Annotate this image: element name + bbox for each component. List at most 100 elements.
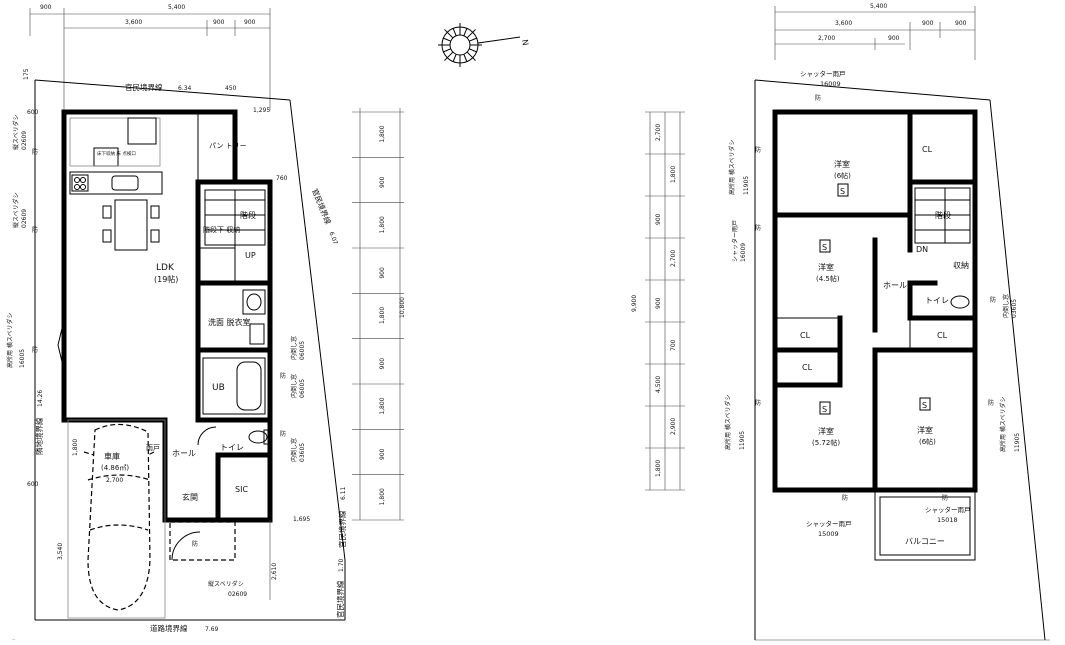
ground-dim-offset: 900 bbox=[40, 4, 52, 11]
ground-window-5-type: 内倒し窓 bbox=[290, 374, 298, 398]
ground-kitchen-panel: 床下収納 床 点検口 bbox=[97, 150, 136, 157]
ground-top-dimensions: 900 5,400 3,600 900 900 bbox=[29, 4, 271, 110]
first-left-dim-3: 900 bbox=[655, 213, 662, 225]
ground-adjacent-boundary-len: 14.26 bbox=[37, 390, 44, 407]
ground-garage-area: (4.86㎡) bbox=[101, 464, 129, 472]
first-window-7-mark: 防 bbox=[942, 494, 948, 502]
first-dim-2: 900 bbox=[922, 20, 934, 27]
ground-right-dim-3: 1,800 bbox=[379, 216, 386, 233]
first-left-dim-2: 1,800 bbox=[670, 166, 677, 183]
ground-stairs-label: 階段 bbox=[240, 210, 256, 220]
ground-washroom: 洗面 脱衣室 bbox=[208, 289, 266, 345]
ground-right-dim-8: 900 bbox=[379, 448, 386, 460]
first-bed3-label: 洋室 bbox=[818, 426, 834, 436]
ground-window-6-mark: 防 bbox=[280, 430, 286, 438]
ground-window-3-type: 高所用 横スベリダシ bbox=[6, 312, 14, 368]
first-left-dim-7: 4,500 bbox=[655, 376, 662, 393]
ground-right-dim-9: 1,800 bbox=[379, 488, 386, 505]
first-bed1-size: (6帖) bbox=[834, 171, 851, 180]
ground-bath-label: UB bbox=[212, 383, 225, 393]
ground-hall-label: ホール bbox=[172, 449, 196, 458]
first-window-3-type: 高所用 横スベリダシ bbox=[724, 394, 732, 450]
first-window-3-mark: 防 bbox=[755, 399, 761, 407]
ground-bath: UB bbox=[202, 357, 266, 415]
ground-window-5-mark: 防 bbox=[280, 372, 286, 380]
first-dim-1: 3,600 bbox=[835, 20, 852, 27]
first-window-3-code: 11905 bbox=[739, 431, 746, 450]
first-left-dim-1: 2,700 bbox=[655, 124, 662, 141]
svg-text:S: S bbox=[922, 401, 927, 410]
first-bed3-cl: CL bbox=[802, 363, 813, 372]
first-window-6-mark: 防 bbox=[842, 494, 848, 502]
ground-window-1-code: 02609 bbox=[21, 131, 28, 150]
ground-garage-width: 2,700 bbox=[106, 477, 123, 484]
first-window-2-type: シャッター雨戸 bbox=[731, 220, 739, 262]
ground-windows: 縦スベリダシ 02609 防 縦スベリダシ 02609 防 高所用 横スベリダシ… bbox=[6, 114, 306, 641]
ground-washroom-label: 洗面 脱衣室 bbox=[208, 317, 251, 327]
first-left-total: 9,900 bbox=[631, 295, 638, 312]
ground-window-7-type: 縦スベリダシ bbox=[208, 580, 244, 588]
first-shutter-top-label: シャッター雨戸 bbox=[800, 69, 846, 78]
first-walls bbox=[772, 109, 978, 493]
ground-dim-total: 5,400 bbox=[168, 4, 185, 11]
ground-left-dim-3: 600 bbox=[27, 481, 39, 488]
ground-kitchen: 床下収納 床 点検口 パン トリー bbox=[69, 117, 247, 195]
ground-boundary-right-offset2: 760 bbox=[276, 175, 288, 182]
ground-window-1-mark: 防 bbox=[32, 148, 38, 156]
ground-rain-door: 雨戸 bbox=[146, 444, 160, 452]
first-balcony-label: バルコニー bbox=[905, 537, 945, 546]
first-window-7-type: シャッター雨戸 bbox=[925, 505, 971, 514]
first-window-6-type: シャッター雨戸 bbox=[806, 519, 852, 528]
ground-boundary-top-extra: 450 bbox=[225, 85, 237, 92]
ground-boundary-right-offset: 1,295 bbox=[253, 107, 270, 114]
ground-boundary-bottom-right-len: 1.70 bbox=[338, 558, 345, 572]
ground-boundary-right-label: 官民境界線 bbox=[310, 187, 334, 226]
ground-ldk-size: (19帖) bbox=[154, 274, 178, 284]
ground-right-dim-2: 900 bbox=[379, 176, 386, 188]
first-dim-total: 5,400 bbox=[870, 3, 887, 10]
ground-dining-table bbox=[102, 199, 160, 251]
first-left-dim-5: 900 bbox=[655, 297, 662, 309]
ground-dim-1: 3,600 bbox=[125, 19, 142, 26]
ground-window-6-code: 03605 bbox=[299, 443, 306, 462]
ground-right-dim-5: 1,800 bbox=[379, 307, 386, 324]
ground-road-boundary-label: 道路境界線 bbox=[150, 623, 188, 633]
ground-boundary-right2-label: 官民境界線 bbox=[337, 510, 347, 548]
ground-boundary-right2-len: 6.11 bbox=[340, 486, 347, 500]
ground-ldk-label: LDK bbox=[156, 263, 175, 273]
ground-boundary-top-label: 官民境界線 bbox=[125, 82, 163, 92]
first-dim-e2: 900 bbox=[888, 35, 900, 42]
ground-road-boundary-len: 7.69 bbox=[205, 626, 219, 633]
first-left-dimensions: 2,7001,8009002,7009007004,5002,9001,800 … bbox=[631, 111, 685, 491]
ground-porch bbox=[169, 521, 236, 561]
ground-right-dim-1: 1,800 bbox=[379, 125, 386, 142]
ground-dim-3: 900 bbox=[244, 19, 256, 26]
first-window-2-mark: 防 bbox=[755, 224, 761, 232]
first-bed2-cl: CL bbox=[800, 331, 811, 340]
first-window-1-type: 高所用 横スベリダシ bbox=[728, 139, 736, 195]
ground-boundary-right2-offset: 1,695 bbox=[293, 516, 310, 523]
ground-dim-2: 900 bbox=[213, 19, 225, 26]
first-bed1-label: 洋室 bbox=[834, 159, 850, 169]
ground-right-dim-6: 900 bbox=[379, 358, 386, 370]
first-bed2-size: (4.5帖) bbox=[816, 274, 840, 283]
ground-right-dim-4: 900 bbox=[379, 267, 386, 279]
ground-window-6-type: 内倒し窓 bbox=[290, 438, 298, 462]
first-dim-3: 900 bbox=[955, 20, 967, 27]
ground-window-3-code: 16005 bbox=[19, 349, 26, 368]
ground-window-1-type: 縦スベリダシ bbox=[12, 114, 20, 150]
first-window-4-code: 11905 bbox=[1014, 433, 1021, 452]
first-stairs-label: 階段 bbox=[935, 210, 951, 220]
first-toilet-fixture bbox=[950, 295, 970, 309]
ground-left-dim-2: 600 bbox=[27, 109, 39, 116]
first-bed4-size: (6帖) bbox=[919, 437, 936, 446]
ground-window-2-type: 縦スベリダシ bbox=[12, 192, 20, 228]
first-window-7-code: 15018 bbox=[937, 516, 958, 524]
first-bed2-label: 洋室 bbox=[818, 262, 834, 272]
ground-toilet: トイレ bbox=[197, 426, 270, 452]
compass-rose: N bbox=[438, 23, 530, 67]
ground-garage-h2: 1,800 bbox=[72, 439, 79, 456]
ground-left-dim-1: 175 bbox=[23, 68, 30, 80]
compass-north-label: N bbox=[520, 39, 530, 46]
first-left-dim-8: 2,900 bbox=[670, 418, 677, 435]
